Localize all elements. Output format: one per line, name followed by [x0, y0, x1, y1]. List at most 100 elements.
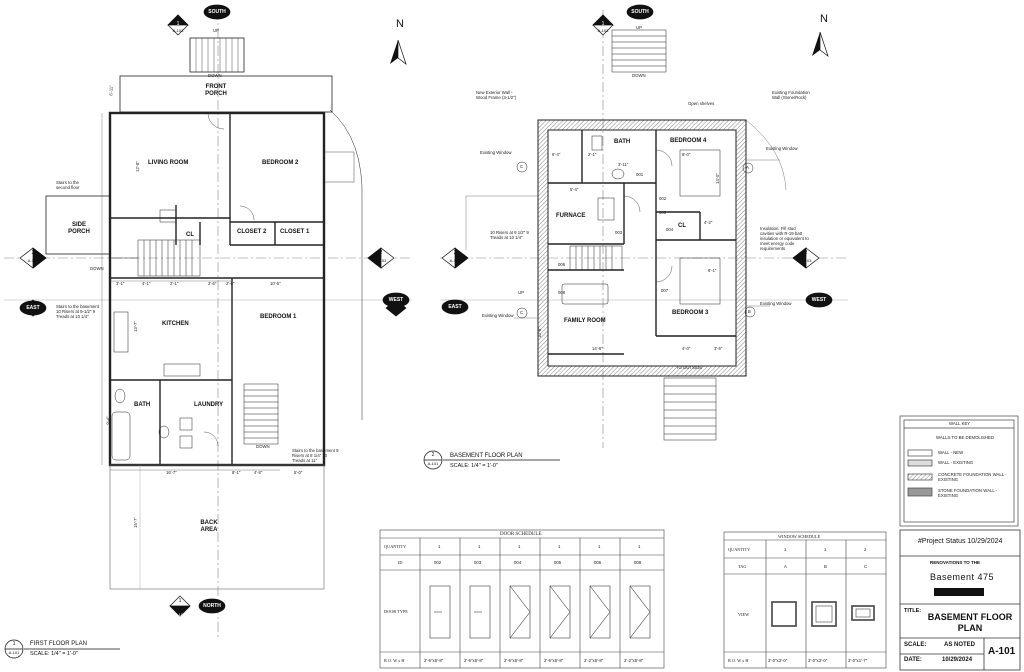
door-tag-008: 008: [558, 290, 566, 295]
room-label-closet-first-floor: CL: [186, 232, 194, 238]
dim-b-2: 3'-11": [618, 162, 629, 167]
dim-ff-9: 5'-0": [294, 470, 303, 475]
stair-up-label-basement: UP: [518, 290, 524, 295]
room-label-side-porch: SIDE PORCH: [68, 222, 90, 235]
door-schedule-label-quantity: QUANTITY: [384, 544, 407, 549]
b-marker-south-label: SOUTH: [631, 9, 649, 15]
window-tag-col-b: B: [824, 564, 827, 569]
window-ro-b: 3'-0"x3'-0": [808, 658, 828, 663]
marker-bottom-sheet: A-103: [174, 612, 186, 617]
window-schedule-label-tag: TAG: [738, 564, 747, 569]
door-id-0: 002: [434, 560, 442, 565]
room-label-bedroom-3: BEDROOM 3: [672, 310, 709, 316]
window-schedule-label-quantity: QUANTITY: [728, 547, 751, 552]
door-id-1: 003: [474, 560, 482, 565]
window-schedule-label-view: VIEW: [738, 612, 750, 617]
marker-west-label: WEST: [388, 297, 404, 303]
note-stairs-basement-right: Stairs to the basement 9 Risers at 8 1/4…: [292, 448, 339, 463]
note-existing-window-4: Existing Window: [482, 313, 514, 318]
dim-ff-2: 2'-1": [170, 281, 179, 286]
north-arrow-first-floor: [390, 39, 407, 65]
room-label-bath-first-floor: BATH: [134, 402, 151, 408]
door-schedule-title: DOOR SCHEDULE: [500, 532, 542, 537]
b-marker-left-num: 2: [453, 250, 457, 256]
marker-right-sheet: A-103: [375, 258, 387, 263]
door-qty-4: 1: [598, 544, 601, 549]
elevation-marker-shapes: [4, 4, 833, 659]
wall-key-title: WALL KEY: [949, 421, 971, 426]
scale-label: SCALE:: [904, 642, 927, 648]
stair-down-label-side: DOWN: [90, 266, 104, 271]
renovations-to-the: RENOVATIONS TO THE: [930, 560, 981, 565]
ff-callout-sheet: A-101: [8, 650, 20, 655]
window-schedule-title: WINDOW SCHEDULE: [778, 534, 821, 539]
door-id-5: 008: [634, 560, 642, 565]
note-existing-window-2: Existing Window: [766, 146, 798, 151]
room-label-bedroom-1: BEDROOM 1: [260, 314, 297, 320]
title-block-frame: [899, 529, 1021, 671]
note-stairs-second-floor: Stairs to the second floor: [56, 180, 80, 190]
title-label: TITLE:: [904, 608, 922, 614]
door-ro-3: 2'-6"x6'-8": [544, 658, 564, 663]
room-label-furnace: FURNACE: [556, 213, 586, 219]
note-to-outside: TO OUTSIDE: [676, 365, 703, 370]
note-existing-foundation: Existing Foundation Wall (Stone/Rock): [772, 90, 810, 100]
window-tag-c-1: C: [520, 164, 524, 169]
window-schedule-label-ro: R.O. W x H: [728, 658, 749, 663]
room-label-closet-2: CLOSET 2: [237, 229, 267, 235]
basement-plan-title: BASEMENT FLOOR PLAN: [450, 453, 523, 459]
window-qty-a: 1: [784, 547, 787, 552]
north-arrow-basement: [812, 31, 829, 57]
scale-value: AS NOTED: [944, 642, 976, 648]
note-stairs-basement-left: Stairs to the basement 10 Risers at 9-1/…: [56, 304, 99, 319]
dim-ff-11: 13'-7": [132, 321, 138, 332]
door-tag-007: 007: [661, 288, 669, 293]
window-tag-col-c: C: [864, 564, 868, 569]
note-insulation: Insulation: Fill stud cavities with R-19…: [760, 226, 809, 251]
b-callout-num: 2: [431, 452, 435, 458]
marker-bottom-num: 1: [178, 598, 182, 604]
marker-east-label: EAST: [26, 305, 40, 311]
first-floor-plan: [4, 10, 412, 640]
note-stair-risers: 10 Risers at 9 1/2" 9 Treads at 10 1/4": [490, 230, 529, 240]
north-label-basement: N: [820, 13, 828, 25]
wall-key-item-concrete: CONCRETE FOUNDATION WALL - EXISTING: [938, 472, 1007, 482]
b-marker-east-label: EAST: [448, 304, 462, 310]
dim-b-7: 14'-6": [592, 346, 603, 351]
door-schedule-grid: [379, 529, 665, 669]
door-schedule-label-type: DOOR TYPE: [384, 609, 408, 614]
sheet-number: A-101: [988, 646, 1016, 657]
window-ro-c: 3'-0"x1'-7": [848, 658, 868, 663]
b-callout-sheet: A-101: [427, 461, 439, 466]
door-qty-5: 1: [638, 544, 641, 549]
b-marker-right-sheet: A-103: [800, 258, 812, 263]
dim-ff-0: 3'-1": [116, 281, 125, 286]
window-schedule-grid: [723, 531, 887, 669]
dim-b-4: 5'-4": [570, 187, 579, 192]
stair-up-label-first-floor: UP: [213, 28, 219, 33]
dim-ff-1: 4'-1": [142, 281, 151, 286]
door-qty-2: 1: [518, 544, 521, 549]
door-tag-003: 003: [615, 230, 623, 235]
door-tag-006: 006: [558, 262, 566, 267]
b-marker-top-sheet: A-103: [597, 28, 609, 33]
window-tag-a: A: [746, 165, 749, 170]
date-value: 10/29/2024: [942, 657, 973, 663]
wall-key-item-stone: STONE FOUNDATION WALL - EXISTING: [938, 488, 998, 498]
dim-b-5: 4'-2": [704, 220, 713, 225]
door-qty-3: 1: [558, 544, 561, 549]
b-marker-right-num: 2: [804, 250, 808, 256]
room-label-living-room: LIVING ROOM: [148, 160, 189, 166]
dim-b-9: 3'-5": [714, 346, 723, 351]
stair-down-label-basement: DOWN: [256, 444, 270, 449]
window-ro-a: 3'-0"x3'-0": [768, 658, 788, 663]
door-schedule-label-id: ID: [398, 560, 403, 565]
marker-north-label: NORTH: [203, 603, 221, 609]
marker-top-num: 1: [176, 21, 180, 27]
room-label-bedroom-2: BEDROOM 2: [262, 160, 299, 166]
wall-key-box: [899, 415, 1019, 527]
door-ro-5: 2'-2"x5'-8": [624, 658, 644, 663]
window-tag-col-a: A: [784, 564, 787, 569]
dim-b-10: 10'-8": [536, 327, 542, 338]
window-qty-b: 1: [824, 547, 827, 552]
